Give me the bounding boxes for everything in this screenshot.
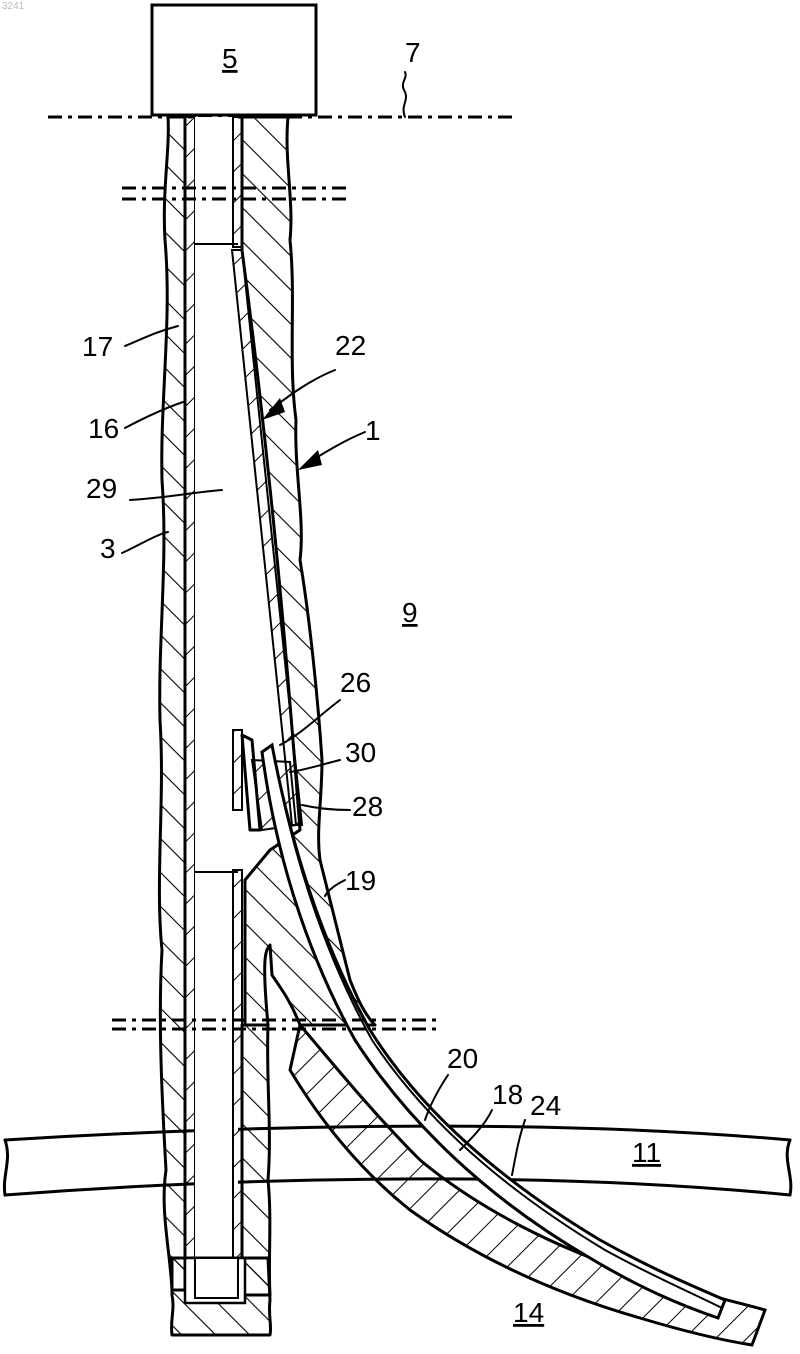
inner-lip xyxy=(233,730,242,810)
label-22: 22 xyxy=(335,330,366,361)
label-7: 7 xyxy=(405,37,421,68)
main-bore xyxy=(195,117,238,1297)
label-3: 3 xyxy=(100,533,116,564)
label-16: 16 xyxy=(88,413,119,444)
label-30: 30 xyxy=(345,737,376,768)
casing-left xyxy=(185,117,195,1302)
label-9: 9 xyxy=(402,597,418,628)
label-24: 24 xyxy=(530,1090,561,1121)
label-14: 14 xyxy=(513,1297,544,1328)
label-11: 11 xyxy=(632,1137,661,1168)
label-18: 18 xyxy=(492,1079,523,1110)
left-cement-wall xyxy=(159,117,185,1290)
corner-text: 3241 xyxy=(2,1,25,12)
label-29: 29 xyxy=(86,473,117,504)
label-20: 20 xyxy=(447,1043,478,1074)
label-17: 17 xyxy=(82,331,113,362)
label-28: 28 xyxy=(352,791,383,822)
lower-right-wall xyxy=(242,1025,270,1295)
label-26: 26 xyxy=(340,667,371,698)
label-19: 19 xyxy=(345,865,376,896)
label-5: 5 xyxy=(222,43,238,74)
label-1: 1 xyxy=(365,415,381,446)
